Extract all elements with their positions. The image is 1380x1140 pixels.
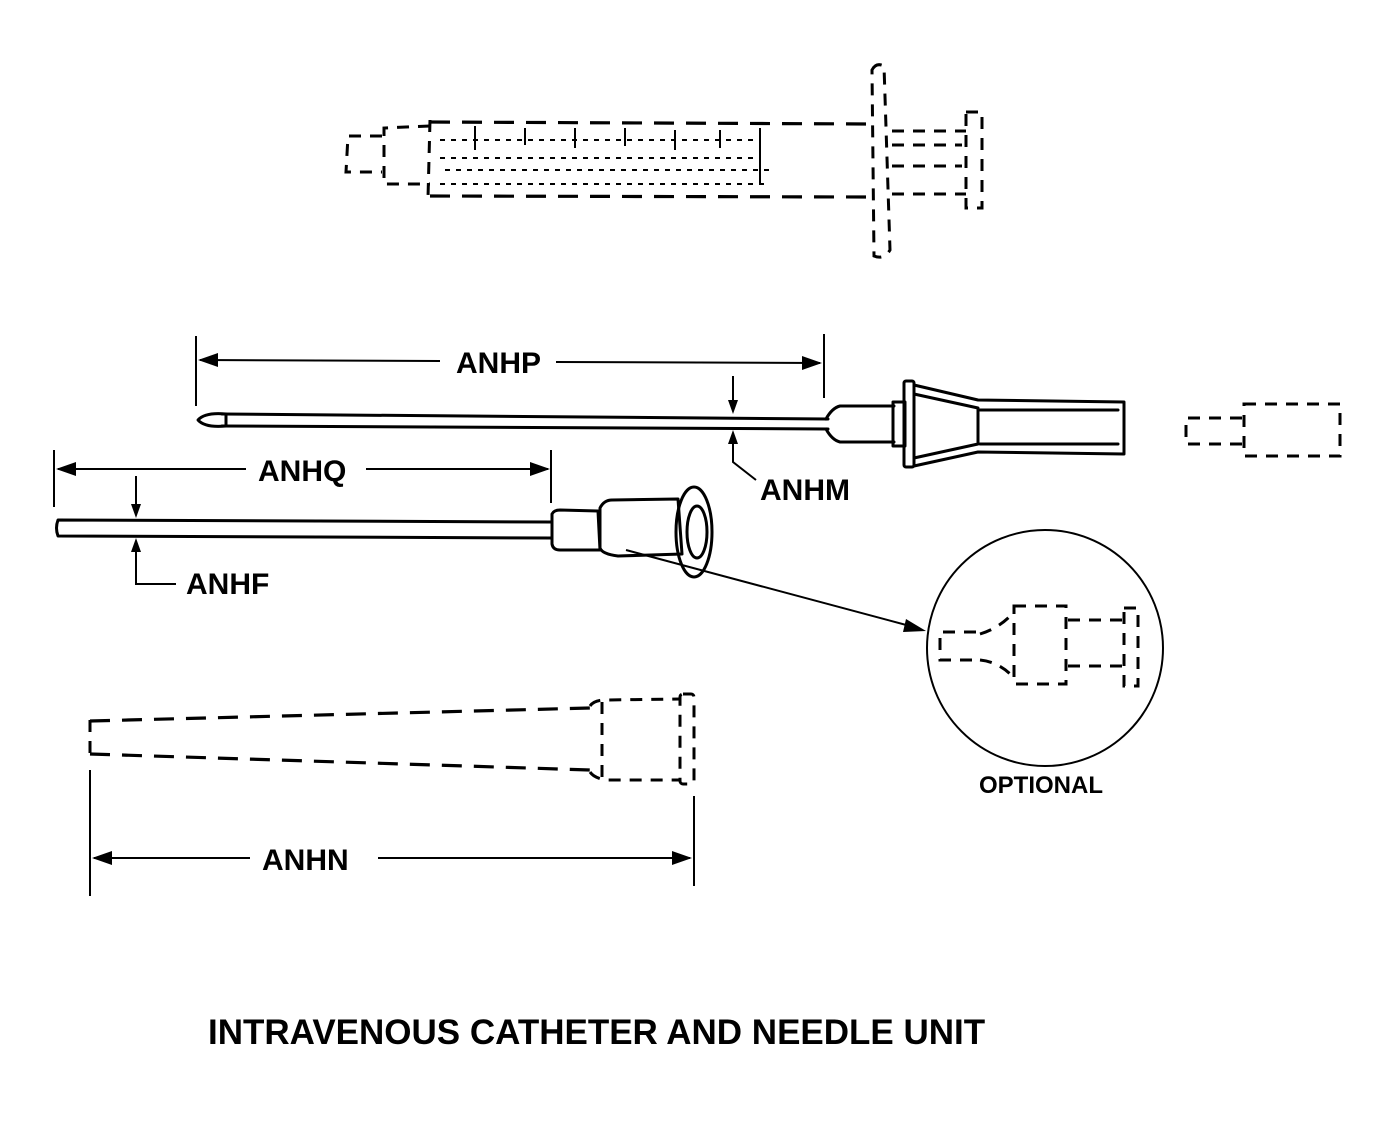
needle-hub bbox=[912, 383, 1126, 468]
dimension-anhp: ANHP bbox=[195, 334, 825, 406]
arrow-right-icon bbox=[672, 851, 692, 865]
needle-cap bbox=[1184, 402, 1342, 458]
syringe-flange bbox=[870, 63, 892, 259]
syringe-barrel-end bbox=[426, 119, 432, 199]
needle bbox=[196, 379, 1126, 469]
syringe-barrel-top bbox=[429, 120, 873, 126]
dimension-label-anhp: ANHP bbox=[456, 347, 541, 380]
syringe-hub bbox=[382, 124, 431, 186]
syringe bbox=[344, 63, 984, 259]
arrow-right-icon bbox=[903, 619, 926, 632]
catheter-hub bbox=[598, 497, 684, 558]
dimension-label-anhn: ANHN bbox=[262, 844, 349, 877]
dimension-label-anhm: ANHM bbox=[760, 474, 850, 507]
dimension-label-anhf: ANHF bbox=[186, 568, 269, 601]
dimension-anhf: ANHF bbox=[131, 476, 269, 601]
optional-detail: OPTIONAL bbox=[926, 529, 1164, 799]
arrow-left-icon bbox=[92, 851, 112, 865]
arrow-left-icon bbox=[56, 462, 76, 476]
catheter bbox=[55, 485, 714, 579]
detail-label: OPTIONAL bbox=[979, 772, 1103, 799]
syringe-plunger-head bbox=[964, 110, 984, 210]
arrow-right-icon bbox=[802, 356, 822, 370]
needle-hub-flange bbox=[902, 379, 916, 469]
dimension-label-anhq: ANHQ bbox=[258, 455, 346, 488]
arrow-down-icon bbox=[131, 504, 141, 518]
syringe-tip bbox=[344, 134, 382, 174]
needle-bevel bbox=[196, 412, 228, 428]
arrow-left-icon bbox=[198, 353, 218, 367]
dimension-anhq: ANHQ bbox=[53, 450, 552, 507]
detail-leader bbox=[625, 549, 926, 632]
syringe-graduations bbox=[440, 126, 770, 185]
catheter-cap bbox=[88, 692, 696, 786]
catheter-tube bbox=[55, 518, 554, 540]
arrow-down-icon bbox=[728, 400, 738, 414]
syringe-barrel-bottom bbox=[429, 194, 873, 199]
dimension-anhn: ANHN bbox=[89, 770, 695, 896]
arrow-right-icon bbox=[530, 462, 550, 476]
diagram-title: INTRAVENOUS CATHETER AND NEEDLE UNIT bbox=[208, 1013, 985, 1052]
detail-circle bbox=[926, 529, 1164, 767]
dimension-anhm: ANHM bbox=[728, 376, 850, 507]
catheter-flange bbox=[674, 485, 714, 579]
